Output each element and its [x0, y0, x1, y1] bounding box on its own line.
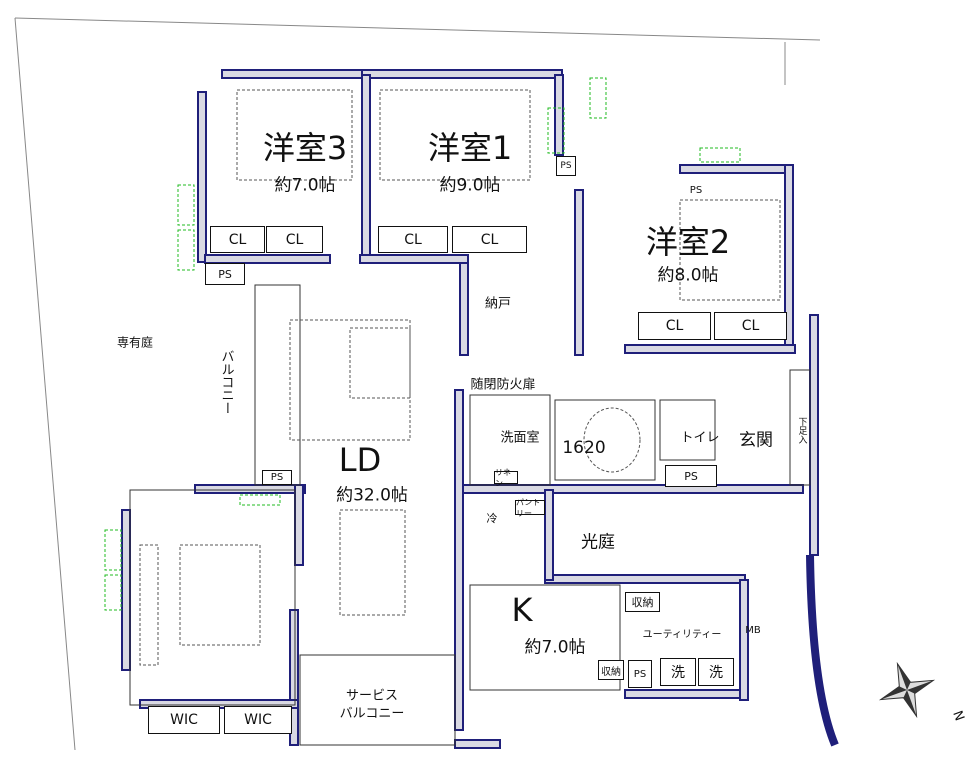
- washer-space: 洗: [660, 658, 696, 686]
- room-ld-size: 約32.0帖: [336, 485, 408, 506]
- room-kitchen-name: K: [511, 591, 533, 629]
- room-western3-name: 洋室3: [262, 129, 348, 167]
- walk-in-closet: WIC: [148, 706, 220, 734]
- room-western1-size: 約9.0帖: [439, 175, 501, 196]
- room-balcony: バルコニー: [218, 349, 234, 415]
- fire-door-label: 随閉防火扉: [470, 377, 536, 393]
- pipe-space: PS: [205, 263, 245, 285]
- washer-space: 洗: [698, 658, 734, 686]
- walk-in-closet: WIC: [224, 706, 292, 734]
- room-entrance: 玄関: [739, 430, 773, 451]
- room-ld-name: LD: [338, 441, 382, 479]
- outdoor-units: [104, 77, 741, 611]
- room-lightwell: 光庭: [581, 532, 615, 553]
- closet: CL: [452, 226, 527, 253]
- room-kitchen-size: 約7.0帖: [524, 637, 586, 658]
- linen-cabinet: リネン: [494, 468, 518, 488]
- pipe-space: PS: [262, 470, 292, 485]
- pipe-space: PS: [689, 184, 703, 196]
- meter-box: MB: [745, 624, 761, 636]
- pipe-space: PS: [628, 660, 652, 688]
- room-storeroom: 納戸: [484, 296, 512, 312]
- fridge-space: 冷: [486, 512, 498, 525]
- furniture: [139, 89, 781, 666]
- interior-lines: [129, 284, 811, 746]
- closet: CL: [714, 312, 787, 340]
- room-western1-name: 洋室1: [427, 129, 513, 167]
- closet: CL: [266, 226, 323, 253]
- closet: CL: [378, 226, 448, 253]
- room-western2-name: 洋室2: [645, 223, 731, 261]
- closet: CL: [210, 226, 265, 253]
- room-private-garden: 専有庭: [116, 335, 154, 350]
- storage: 収納: [598, 660, 624, 680]
- room-service-balcony-1: サービス: [345, 688, 399, 704]
- shoe-cabinet: 下足入: [796, 416, 807, 444]
- room-service-balcony-2: バルコニー: [339, 706, 405, 722]
- pantry: パントリー: [515, 498, 545, 518]
- room-western2-size: 約8.0帖: [657, 265, 719, 286]
- site-boundary: [14, 17, 821, 751]
- room-washroom: 洗面室: [500, 430, 540, 446]
- room-utility: ユーティリティー: [642, 629, 722, 641]
- room-bath: 1620: [562, 438, 606, 458]
- walls: [121, 69, 839, 749]
- room-western3-size: 約7.0帖: [274, 175, 336, 196]
- room-toilet: トイレ: [680, 430, 720, 446]
- closet: CL: [638, 312, 711, 340]
- storage: 収納: [625, 592, 660, 612]
- pipe-space: PS: [665, 465, 717, 487]
- pipe-space: PS: [556, 156, 576, 176]
